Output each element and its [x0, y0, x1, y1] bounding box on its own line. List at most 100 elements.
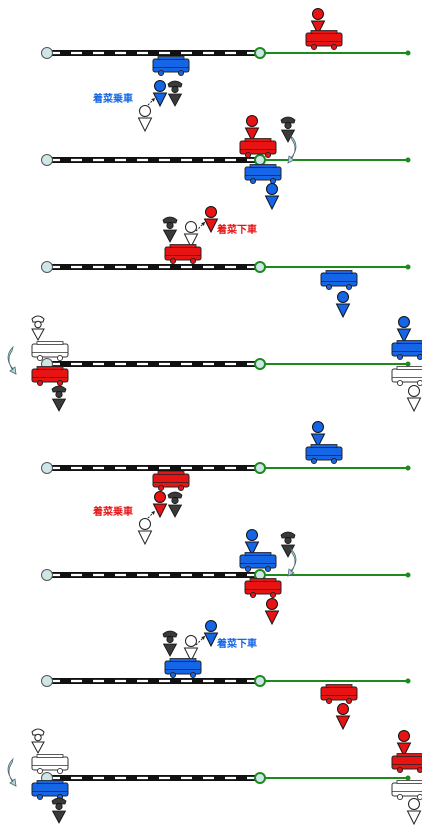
- blue-passenger-icon: [310, 421, 326, 449]
- driver-icon: [167, 80, 183, 107]
- blue-tram-icon: [31, 780, 69, 801]
- passenger-outline-icon: [406, 385, 422, 413]
- blue-passenger-icon: [152, 80, 168, 108]
- tram-wheel: [157, 69, 165, 77]
- junction-stop: [254, 261, 266, 273]
- tram-roof: [396, 780, 422, 784]
- staff-head: [166, 635, 174, 644]
- person-body: [335, 303, 351, 319]
- person-body: [203, 218, 219, 234]
- tram-body: [239, 554, 277, 569]
- tram-roof: [325, 270, 353, 274]
- blue-passenger-icon: [203, 620, 219, 648]
- line-end-dot: [405, 678, 411, 684]
- ghost-tram-icon: [391, 366, 422, 387]
- person-body: [137, 530, 153, 546]
- tram-wheel: [416, 353, 422, 361]
- terminal-stop: [41, 261, 53, 273]
- staff-head: [171, 496, 179, 505]
- person-body: [335, 715, 351, 731]
- tram-wheel: [249, 177, 257, 185]
- tram-wheel: [264, 151, 272, 159]
- red-tram-icon: [305, 30, 343, 51]
- junction-stop: [254, 154, 266, 166]
- staff-head: [284, 536, 292, 545]
- red-passenger-icon: [264, 598, 280, 626]
- red-tram-icon: [391, 753, 422, 774]
- staff-body: [167, 93, 183, 107]
- track-6: [41, 569, 411, 581]
- blue-passenger-icon: [244, 529, 260, 557]
- tram-roof: [325, 684, 353, 688]
- terminal-stop: [41, 154, 53, 166]
- waiting-passenger-icon: [137, 518, 153, 546]
- red-tram-icon: [164, 244, 202, 265]
- person-head: [154, 80, 166, 92]
- track-2: [41, 154, 411, 166]
- terminal-stop: [41, 462, 53, 474]
- alighting-label-3: 着菜下車: [217, 225, 257, 236]
- arrow-head-icon: [151, 98, 155, 102]
- junction-stop: [254, 462, 266, 474]
- driver-icon: [51, 385, 67, 412]
- person-body: [244, 127, 260, 143]
- line-end-dot: [405, 775, 411, 781]
- person-head: [246, 529, 258, 541]
- person-body: [264, 610, 280, 626]
- tram-body: [391, 342, 422, 357]
- tram-wheel: [396, 793, 404, 801]
- tram-body: [164, 246, 202, 261]
- red-tram-icon: [239, 138, 277, 159]
- tram-roof: [396, 366, 422, 370]
- tram-body: [152, 58, 190, 73]
- tram-wheel: [189, 257, 197, 265]
- staff-outline-icon: [31, 315, 45, 342]
- person-head: [205, 206, 217, 218]
- alighting-label-7: 着菜下車: [217, 639, 257, 650]
- blue-tram-icon: [320, 270, 358, 291]
- red-passenger-icon: [335, 703, 351, 731]
- staff-cap: [31, 728, 45, 736]
- person-body: [406, 397, 422, 413]
- driver-swap-arrow-icon: [287, 134, 297, 164]
- tram-wheel: [36, 767, 44, 775]
- blue-tram-icon: [239, 552, 277, 573]
- tram-wheel: [169, 671, 177, 679]
- tram-roof: [36, 754, 64, 758]
- turnaround-arrow-icon: [7, 345, 17, 375]
- tram-wheel: [56, 767, 64, 775]
- tram-wheel: [325, 697, 333, 705]
- blue-tram-icon: [305, 444, 343, 465]
- staff-head: [34, 733, 42, 742]
- driver-icon: [280, 531, 296, 558]
- boarding-label-1: 着菜乗車: [93, 94, 133, 105]
- red-tram-icon: [152, 471, 190, 492]
- staff-body: [31, 328, 45, 342]
- tram-wheel: [244, 151, 252, 159]
- red-tram-icon: [31, 366, 69, 387]
- tram-body: [164, 660, 202, 675]
- tram-wheel: [310, 43, 318, 51]
- alighted-passenger-icon: [183, 635, 199, 663]
- track-4: [41, 358, 411, 370]
- tram-body: [305, 32, 343, 47]
- red-passenger-icon: [396, 730, 412, 758]
- blue-passenger-icon: [335, 291, 351, 319]
- person-head: [408, 385, 420, 397]
- person-head: [398, 316, 410, 328]
- tram-body: [244, 580, 282, 595]
- person-body: [183, 647, 199, 663]
- staff-body: [162, 643, 178, 657]
- tram-wheel: [36, 354, 44, 362]
- alighted-passenger-icon: [183, 221, 199, 249]
- person-body: [152, 92, 168, 108]
- person-body: [137, 117, 153, 133]
- staff-body: [31, 741, 45, 755]
- line-end-dot: [405, 157, 411, 163]
- tram-wheel: [330, 43, 338, 51]
- person-head: [337, 291, 349, 303]
- junction-stop: [254, 675, 266, 687]
- tram-body: [391, 368, 422, 383]
- tram-roof: [36, 780, 64, 784]
- staff-cap: [31, 315, 45, 323]
